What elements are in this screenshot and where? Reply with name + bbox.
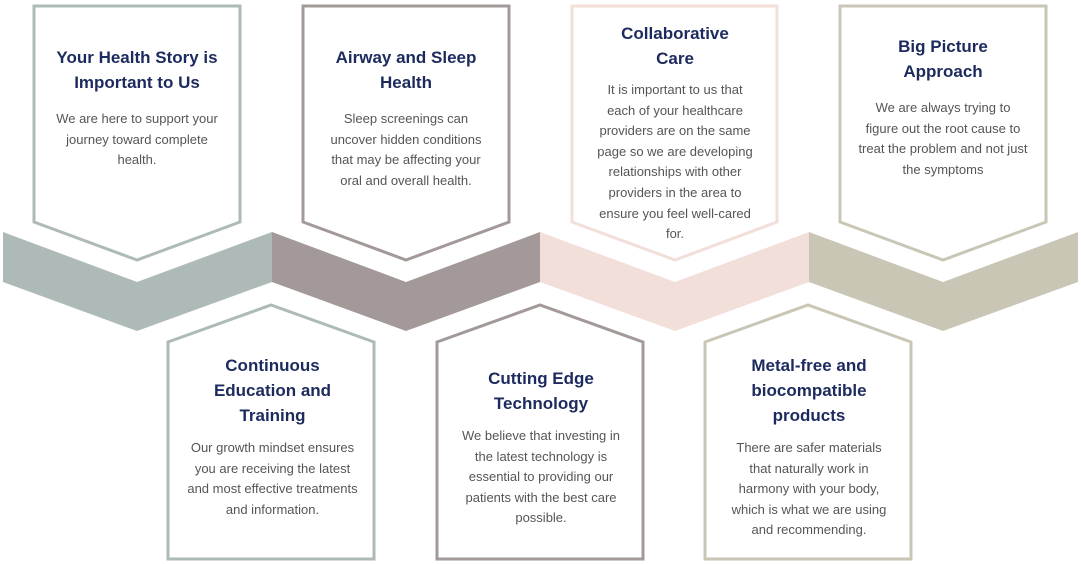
top-card-frame-2 (301, 4, 511, 262)
top-card-frame-4 (838, 4, 1048, 262)
card-title: Cutting Edge Technology (488, 369, 594, 413)
band-segment-1 (3, 232, 272, 331)
bottom-card-1: Continuous Education and Training Our gr… (185, 353, 360, 520)
bottom-card-3: Metal-free and biocompatible products Th… (724, 353, 894, 541)
bottom-card-frame-1 (166, 303, 376, 561)
card-title: Your Health Story is Important to Us (56, 48, 218, 92)
card-body: Our growth mindset ensures you are recei… (187, 440, 358, 517)
top-card-2: Airway and Sleep Health Sleep screenings… (322, 45, 490, 191)
card-body: We are here to support your journey towa… (56, 111, 218, 168)
card-title: Collaborative Care (621, 24, 729, 68)
top-card-3: Collaborative Care It is important to us… (595, 21, 755, 245)
card-body: There are safer materials that naturally… (731, 440, 887, 538)
card-body: Sleep screenings can uncover hidden cond… (330, 111, 482, 188)
bottom-card-2: Cutting Edge Technology We believe that … (455, 366, 627, 529)
band-segment-4 (809, 232, 1078, 331)
card-body: It is important to us that each of your … (597, 82, 753, 242)
card-title: Metal-free and biocompatible products (751, 356, 867, 425)
top-card-4: Big Picture Approach We are always tryin… (858, 34, 1028, 180)
bottom-card-frame-3 (703, 303, 913, 561)
card-title: Continuous Education and Training (213, 356, 332, 425)
bottom-card-frame-2 (435, 303, 645, 561)
card-title: Airway and Sleep Health (335, 48, 477, 92)
top-card-frame-1 (32, 4, 242, 262)
top-card-1: Your Health Story is Important to Us We … (48, 45, 226, 171)
band-segment-3 (540, 232, 809, 331)
top-card-frame-3 (570, 4, 779, 262)
band-segment-2 (272, 232, 540, 331)
card-title: Big Picture Approach (898, 37, 988, 81)
card-body: We are always trying to figure out the r… (858, 100, 1028, 177)
card-body: We believe that investing in the latest … (461, 428, 621, 526)
